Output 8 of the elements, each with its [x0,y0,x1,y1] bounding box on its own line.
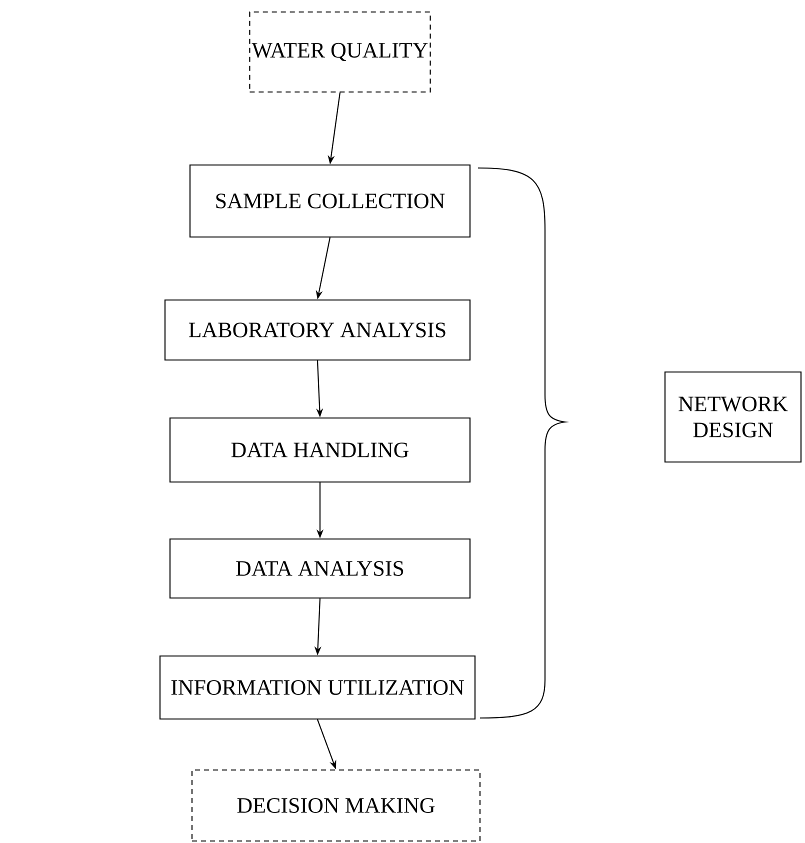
process-box: SAMPLE COLLECTION [189,164,471,238]
process-box: NETWORK DESIGN [664,371,802,463]
process-box: DATA ANALYSIS [169,538,471,599]
dashed-box: WATER QUALITY [249,11,431,93]
process-box: LABORATORY ANALYSIS [164,299,471,361]
process-box: DATA HANDLING [169,417,471,483]
process-box: INFORMATION UTILIZATION [159,655,476,720]
dashed-box: DECISION MAKING [191,769,481,842]
